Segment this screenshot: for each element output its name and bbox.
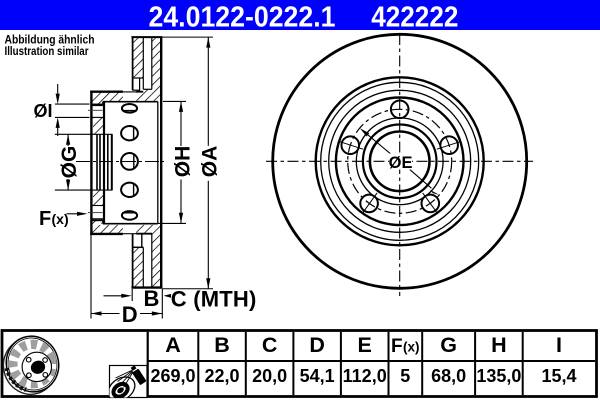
svg-text:269,0: 269,0 (150, 366, 195, 386)
svg-text:20,0: 20,0 (252, 366, 287, 386)
svg-text:B: B (144, 286, 160, 311)
svg-text:C: C (262, 333, 278, 357)
svg-text:112,0: 112,0 (343, 366, 387, 386)
svg-text:Illustration similar: Illustration similar (5, 44, 89, 58)
svg-text:ØI: ØI (34, 101, 53, 121)
svg-text:A: A (165, 333, 181, 357)
svg-text:ØH: ØH (172, 146, 195, 178)
svg-text:H: H (491, 333, 507, 357)
svg-text:G: G (440, 333, 457, 357)
svg-text:I: I (556, 333, 562, 357)
svg-text:C (MTH): C (MTH) (171, 286, 257, 311)
svg-text:54,1: 54,1 (300, 366, 335, 386)
svg-text:ØG: ØG (58, 146, 81, 179)
svg-text:135,0: 135,0 (476, 366, 521, 386)
svg-text:68,0: 68,0 (431, 366, 466, 386)
svg-text:D: D (309, 333, 325, 357)
svg-text:F: F (391, 336, 403, 357)
svg-text:5: 5 (400, 366, 410, 386)
svg-text:24.0122-0222.1: 24.0122-0222.1 (149, 1, 336, 33)
svg-text:22,0: 22,0 (204, 366, 239, 386)
svg-text:(x): (x) (52, 211, 69, 227)
svg-text:422222: 422222 (371, 1, 458, 33)
svg-text:(x): (x) (403, 340, 420, 355)
svg-text:B: B (214, 333, 230, 357)
svg-text:E: E (358, 333, 372, 357)
svg-text:D: D (122, 302, 138, 327)
svg-text:F: F (39, 208, 51, 230)
svg-text:Abbildung ähnlich: Abbildung ähnlich (5, 32, 95, 46)
svg-text:ØE: ØE (389, 154, 413, 172)
svg-text:ØA: ØA (198, 146, 221, 178)
svg-text:15,4: 15,4 (541, 366, 576, 386)
